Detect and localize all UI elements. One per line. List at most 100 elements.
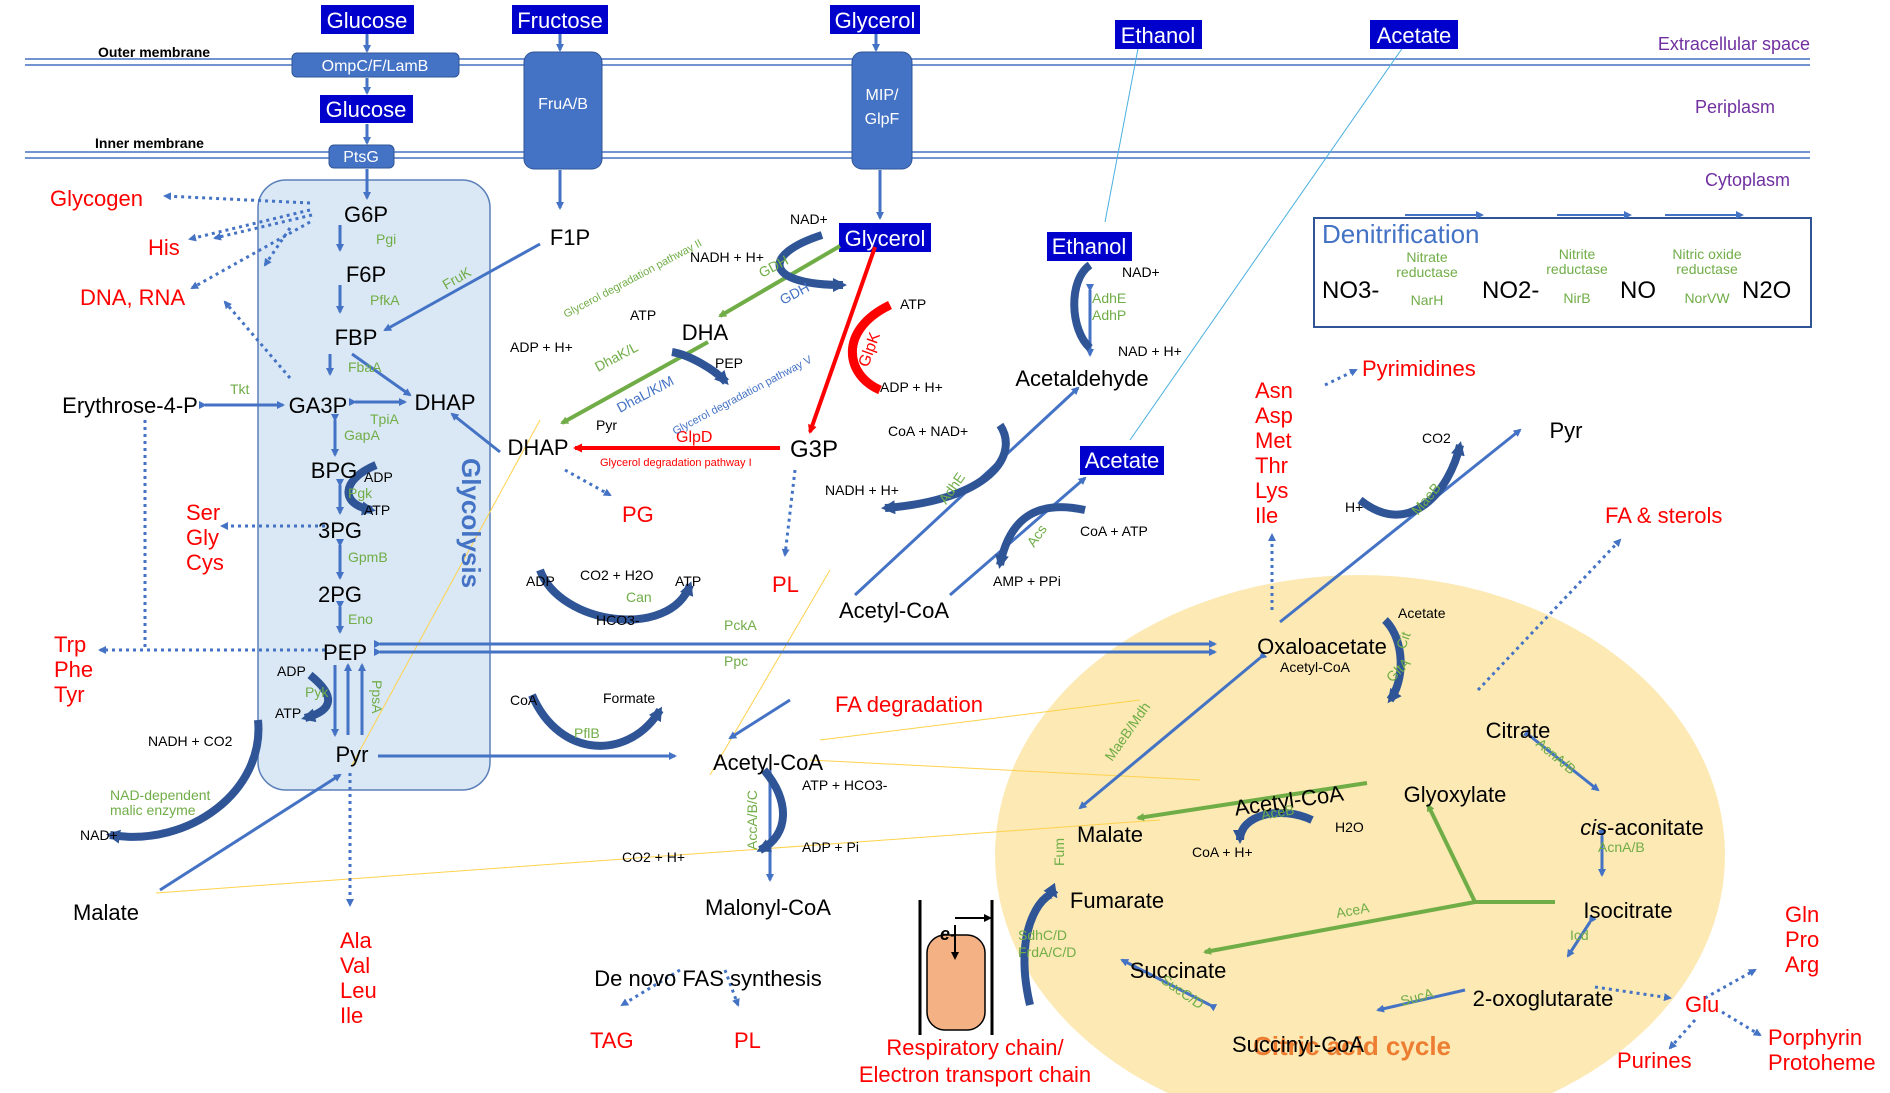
enzyme-eno: Eno [348,611,373,627]
cofactor-nadh-dha: NADH + H+ [690,249,764,265]
cytoplasm-label: Cytoplasm [1705,170,1790,190]
cofactor-nadh-ethanol: NAD + H+ [1118,343,1182,359]
metabolite-isocitrate: Isocitrate [1583,898,1672,923]
cofactor-hco3: HCO3- [596,612,640,628]
nitrite-reductase-line1: Nitrite [1559,246,1596,262]
nitrite-reductase-line2: reductase [1546,261,1608,277]
glucose-periplasm: Glucose [326,97,407,122]
product-pl-g3p: PL [772,572,799,597]
outer-membrane-label: Outer membrane [98,44,210,60]
metabolite-2pg: 2PG [318,582,362,607]
glycerol-top-box [830,5,920,34]
product-cys: Cys [186,550,224,575]
enzyme-nad-malic-line2: malic enzyme [110,802,196,818]
product-leu: Leu [340,978,377,1003]
glycerol-pathway-i-label: Glycerol degradation pathway I [600,457,752,469]
cofactor-co2-maeb: CO2 [1422,430,1451,446]
ompc-label: OmpC/F/LamB [322,58,429,75]
product-pl-fas: PL [734,1028,761,1053]
product-ala: Ala [340,928,373,953]
ompc-transporter [291,52,460,78]
cofactor-nad-ethanol: NAD+ [1122,264,1160,280]
product-met: Met [1255,428,1292,453]
metabolite-ga3p: GA3P [289,393,348,418]
cofactor-atp-can: ATP [675,573,701,589]
fructose-box [512,5,608,34]
nitrate-no3: NO3- [1322,277,1379,304]
product-pro: Pro [1785,927,1819,952]
cofactor-formate: Formate [603,690,655,706]
cofactor-coa-atp: CoA + ATP [1080,523,1148,539]
product-glycogen: Glycogen [50,186,143,211]
nitrous-oxide-n2o: N2O [1742,277,1791,304]
nitric-oxide-reductase-line2: reductase [1676,261,1738,277]
nitric-oxide-reductase-gene: NorVW [1684,290,1730,306]
product-porphyrin: Porphyrin [1768,1025,1862,1050]
product-protoheme: Protoheme [1768,1050,1876,1075]
cofactor-nadh-co2: NADH + CO2 [148,733,233,749]
enzyme-accabc: AccA/B/C [744,790,760,850]
cofactor-nad-malic: NAD+ [80,827,118,843]
product-purines: Purines [1617,1048,1692,1073]
metabolite-dhap: DHAP [507,435,568,460]
periplasm-label: Periplasm [1695,97,1775,117]
enzyme-pfka: PfkA [370,292,400,308]
cofactor-curves [106,231,1465,1006]
nitrite-no2: NO2- [1482,277,1539,304]
glpk-curve [847,300,893,395]
cofactor-amp-ppi: AMP + PPi [993,573,1061,589]
metabolite-erythrose-4-p: Erythrose-4-P [62,393,198,418]
mip-transporter [851,51,913,170]
cofactor-nadh-h: NADH + H+ [825,482,899,498]
metabolite-glyoxylate: Glyoxylate [1404,782,1507,807]
metabolite-f6p: F6P [346,262,386,287]
cofactor-acetylcoa-cit: Acetyl-CoA [1280,659,1351,675]
nitrite-reductase-gene: NirB [1563,290,1590,306]
enzyme-ppc: Ppc [724,653,748,669]
de-novo-fas-synthesis: De novo FAS synthesis [594,966,821,991]
respiratory-chain-label-line1: Respiratory chain/ [886,1035,1064,1060]
metabolite-acetyl-coa-ethanol: Acetyl-CoA [839,598,949,623]
frua-transporter [523,51,603,170]
enzyme-gpmb: GpmB [348,549,388,565]
acetate-extracellular: Acetate [1377,23,1452,48]
product-ser: Ser [186,500,220,525]
red-arrows [573,246,877,453]
mip-label-line1: MIP/ [866,87,899,104]
enzyme-fbaa: FbaA [348,359,382,375]
enzyme-pcka: PckA [724,617,757,633]
cofactor-coa-pfl: CoA [510,692,538,708]
metabolite-3pg: 3PG [318,518,362,543]
product-asp: Asp [1255,403,1293,428]
metabolite-acetaldehyde: Acetaldehyde [1015,366,1148,391]
ethanol-cytoplasm: Ethanol [1052,234,1127,259]
cofactor-atp-bpg: ATP [364,502,390,518]
nitrate-reductase-line2: reductase [1396,264,1458,280]
metabolite-pep: PEP [323,640,367,665]
product-thr: Thr [1255,453,1288,478]
metabolite-citrate: Citrate [1486,718,1551,743]
enzyme-gdh-blue: GDH [777,279,812,308]
metabolite-acetyl-coa: Acetyl-CoA [713,750,823,775]
product-ile: Ile [340,1003,363,1028]
cofactor-atp-pyk: ATP [275,705,301,721]
product-gln: Gln [1785,902,1819,927]
metabolite-malonyl-coa: Malonyl-CoA [705,895,831,920]
product-lys: Lys [1255,478,1288,503]
ptsg-transporter [328,144,395,169]
metabolite-pyr-glycolysis: Pyr [336,742,369,767]
cofactor-acetate-cit: Acetate [1398,605,1446,621]
respiratory-chain-label-line2: Electron transport chain [859,1062,1091,1087]
product-his: His [148,235,180,260]
cofactor-atp-hco3: ATP + HCO3- [802,777,888,793]
cofactor-pep-dha: PEP [715,355,743,371]
enzyme-gapa: GapA [344,427,380,443]
nitric-oxide-reductase-line1: Nitric oxide [1672,246,1741,262]
enzyme-nad-malic-line1: NAD-dependent [110,787,211,803]
product-tyr: Tyr [54,682,85,707]
nitric-oxide-no: NO [1620,277,1656,304]
acetate-cytoplasm: Acetate [1085,448,1160,473]
enzyme-can: Can [626,589,652,605]
glycolysis-label: Glycolysis [456,458,486,588]
